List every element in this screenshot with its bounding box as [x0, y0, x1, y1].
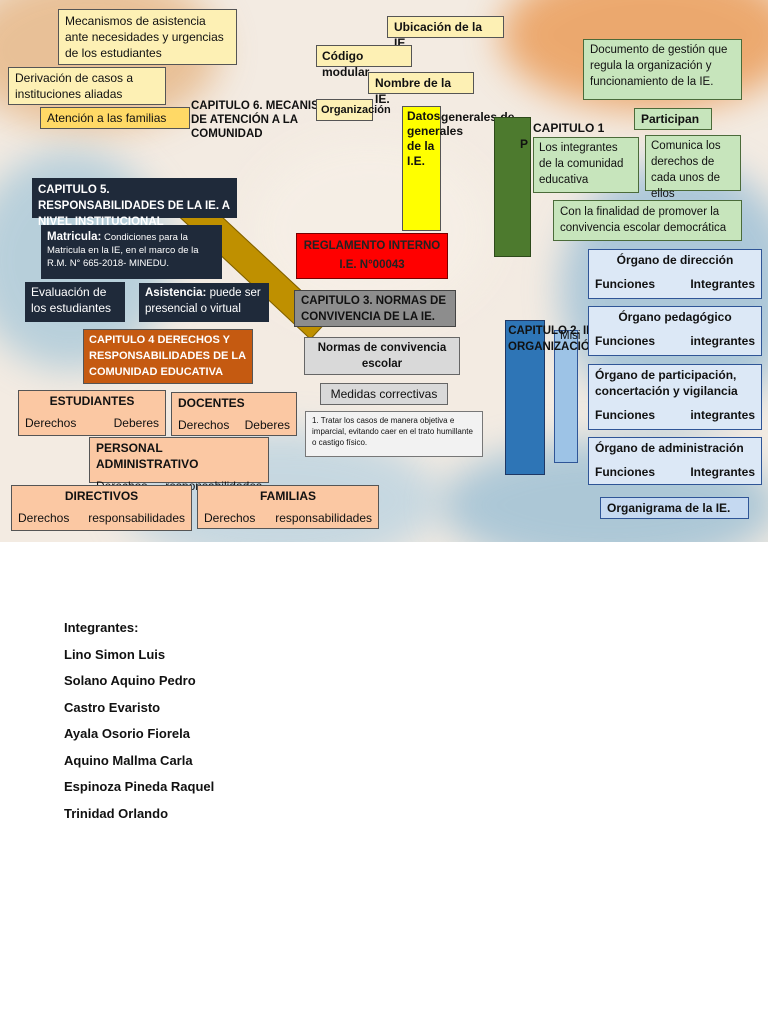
estudiantes-box: ESTUDIANTES Derechos Deberes: [18, 390, 166, 436]
cap6-derivacion-text: Derivación de casos a instituciones alia…: [15, 71, 134, 101]
team-heading: Integrantes:: [64, 620, 139, 635]
organo-participacion-box: Órgano de participación, concertación y …: [588, 364, 762, 430]
familias-title: FAMILIAS: [260, 489, 316, 503]
normas-box: Normas de convivencia escolar: [304, 337, 460, 375]
team-member: Trinidad Orlando: [64, 805, 169, 821]
administrativo-title: PERSONAL ADMINISTRATIVO: [96, 441, 199, 471]
organo-direccion-box: Órgano de dirección Funciones Integrantes: [588, 249, 762, 299]
central-node: REGLAMENTO INTERNO I.E. N°00043: [296, 233, 448, 279]
directivos-title: DIRECTIVOS: [64, 489, 139, 503]
team-member: Castro Evaristo: [64, 699, 161, 715]
ubicacion-box: Ubicación de la IE.: [387, 16, 504, 50]
comunica-box: Comunica los derechos de cada unos de el…: [645, 135, 741, 200]
organo-administracion-title: Órgano de administración: [595, 441, 744, 455]
organo-pedagogico-box: Órgano pedagógico Funciones integrantes: [588, 306, 762, 356]
matricula-box: Matricula: Condiciones para la Matricula…: [41, 225, 222, 279]
organo-direccion-funciones: Funciones: [595, 277, 656, 291]
familias-derechos: Derechos: [204, 511, 256, 525]
mision-text: Misi: [560, 330, 581, 342]
asistencia-box: Asistencia: puede ser presencial o virtu…: [139, 283, 269, 322]
matricula-label: Matricula:: [47, 231, 102, 243]
directivos-derechos: Derechos: [18, 511, 70, 525]
cap4-title: CAPITULO 4 DERECHOS Y RESPONSABILIDADES …: [83, 329, 253, 384]
organo-administracion-funciones: Funciones: [595, 465, 656, 479]
asistencia-text: puede ser presencial o virtual: [145, 287, 261, 315]
cap2-bar: [505, 320, 545, 475]
cap1-title: CAPITULO 1: [533, 121, 605, 135]
cap6-title: CAPITULO 6. MECANISMOS DE ATENCIÓN A LA …: [191, 100, 345, 140]
familias-box: FAMILIAS Derechos responsabilidades: [197, 485, 379, 529]
organo-pedagogico-integrantes: integrantes: [690, 334, 755, 348]
datos-generales-box: Datos generales de la I.E.: [402, 106, 463, 231]
organo-participacion-title: Órgano de participación, concertación y …: [595, 368, 738, 398]
nombre-box: Nombre de la IE.: [368, 72, 474, 106]
documento-box: Documento de gestión que regula la organ…: [583, 39, 742, 100]
central-title: REGLAMENTO INTERNO: [303, 240, 441, 252]
organo-pedagogico-funciones: Funciones: [595, 334, 656, 348]
administrativo-box: PERSONAL ADMINISTRATIVO Derechosresponsa…: [89, 437, 269, 493]
central-subtitle: I.E. N°00043: [339, 259, 405, 271]
team-member: Ayala Osorio Fiorela: [64, 726, 190, 741]
estudiantes-title: ESTUDIANTES: [49, 394, 135, 408]
docentes-deberes: Deberes: [244, 418, 290, 432]
medidas-box: Medidas correctivas: [320, 383, 448, 405]
organo-pedagogico-title: Órgano pedagógico: [618, 310, 732, 324]
directivos-responsabilidades: responsabilidades: [88, 511, 185, 525]
team-member: Espinoza Pineda Raquel: [64, 779, 215, 794]
estudiantes-derechos: Derechos: [25, 416, 77, 430]
directivos-box: DIRECTIVOS Derechos responsabilidades: [11, 485, 192, 531]
cap1-bar: [494, 117, 531, 257]
evaluacion-box: Evaluación de los estudiantes: [25, 282, 125, 322]
finalidad-box: Con la finalidad de promover la conviven…: [553, 200, 742, 241]
organo-administracion-box: Órgano de administración Funciones Integr…: [588, 437, 762, 485]
mision-bar: [554, 330, 578, 463]
cap6-atencion-box: Atención a las familias: [40, 107, 190, 129]
team-member: Lino Simon Luis: [64, 646, 166, 662]
estudiantes-deberes: Deberes: [113, 416, 159, 430]
docentes-box: DOCENTES Derechos Deberes: [171, 392, 297, 436]
asistencia-label: Asistencia:: [145, 287, 207, 299]
organizacion-box: Organización: [316, 99, 391, 121]
team-member: Solano Aquino Pedro: [64, 673, 196, 688]
organo-direccion-title: Órgano de dirección: [616, 253, 734, 267]
team-list: Integrantes: Lino Simon Luis Solano Aqui…: [64, 620, 214, 832]
organigrama-box: Organigrama de la IE.: [600, 497, 749, 519]
codigo-box: Código modular: [316, 45, 412, 79]
familias-responsabilidades: responsabilidades: [275, 511, 372, 525]
medidas-item: 1. Tratar los casos de manera objetiva e…: [305, 411, 483, 457]
docentes-derechos: Derechos: [178, 418, 230, 432]
cap6-asistencia-text: Mecanismos de asistencia ante necesidade…: [65, 14, 224, 60]
organo-administracion-integrantes: Integrantes: [690, 465, 755, 479]
cap3-title: CAPITULO 3. NORMAS DE CONVIVENCIA DE LA …: [294, 290, 456, 327]
matricula-text: Condiciones para la Matricula en la IE, …: [47, 232, 199, 269]
organo-direccion-integrantes: Integrantes: [690, 277, 755, 291]
cap5-title: CAPITULO 5. RESPONSABILIDADES DE LA IE. …: [32, 178, 237, 228]
docentes-title: DOCENTES: [178, 396, 245, 410]
cap6-atencion-text: Atención a las familias: [47, 111, 167, 125]
cap6-asistencia-box: Mecanismos de asistencia ante necesidade…: [58, 9, 237, 65]
cap2-title: CAPITULO 2. IE ORGANIZACIÓN: [508, 325, 599, 353]
cap1-fragment: P: [520, 137, 529, 151]
concept-map: Mecanismos de asistencia ante necesidade…: [0, 0, 768, 542]
integrantes-box: Los integrantes de la comunidad educativ…: [533, 137, 639, 193]
datos-generales-text: Datos generales de la I.E.: [407, 109, 464, 168]
organo-participacion-integrantes: integrantes: [690, 408, 755, 422]
participan-box: Participan: [634, 108, 712, 130]
organo-participacion-funciones: Funciones: [595, 408, 656, 422]
team-member: Aquino Mallma Carla: [64, 752, 193, 768]
cap6-derivacion-box: Derivación de casos a instituciones alia…: [8, 67, 166, 105]
